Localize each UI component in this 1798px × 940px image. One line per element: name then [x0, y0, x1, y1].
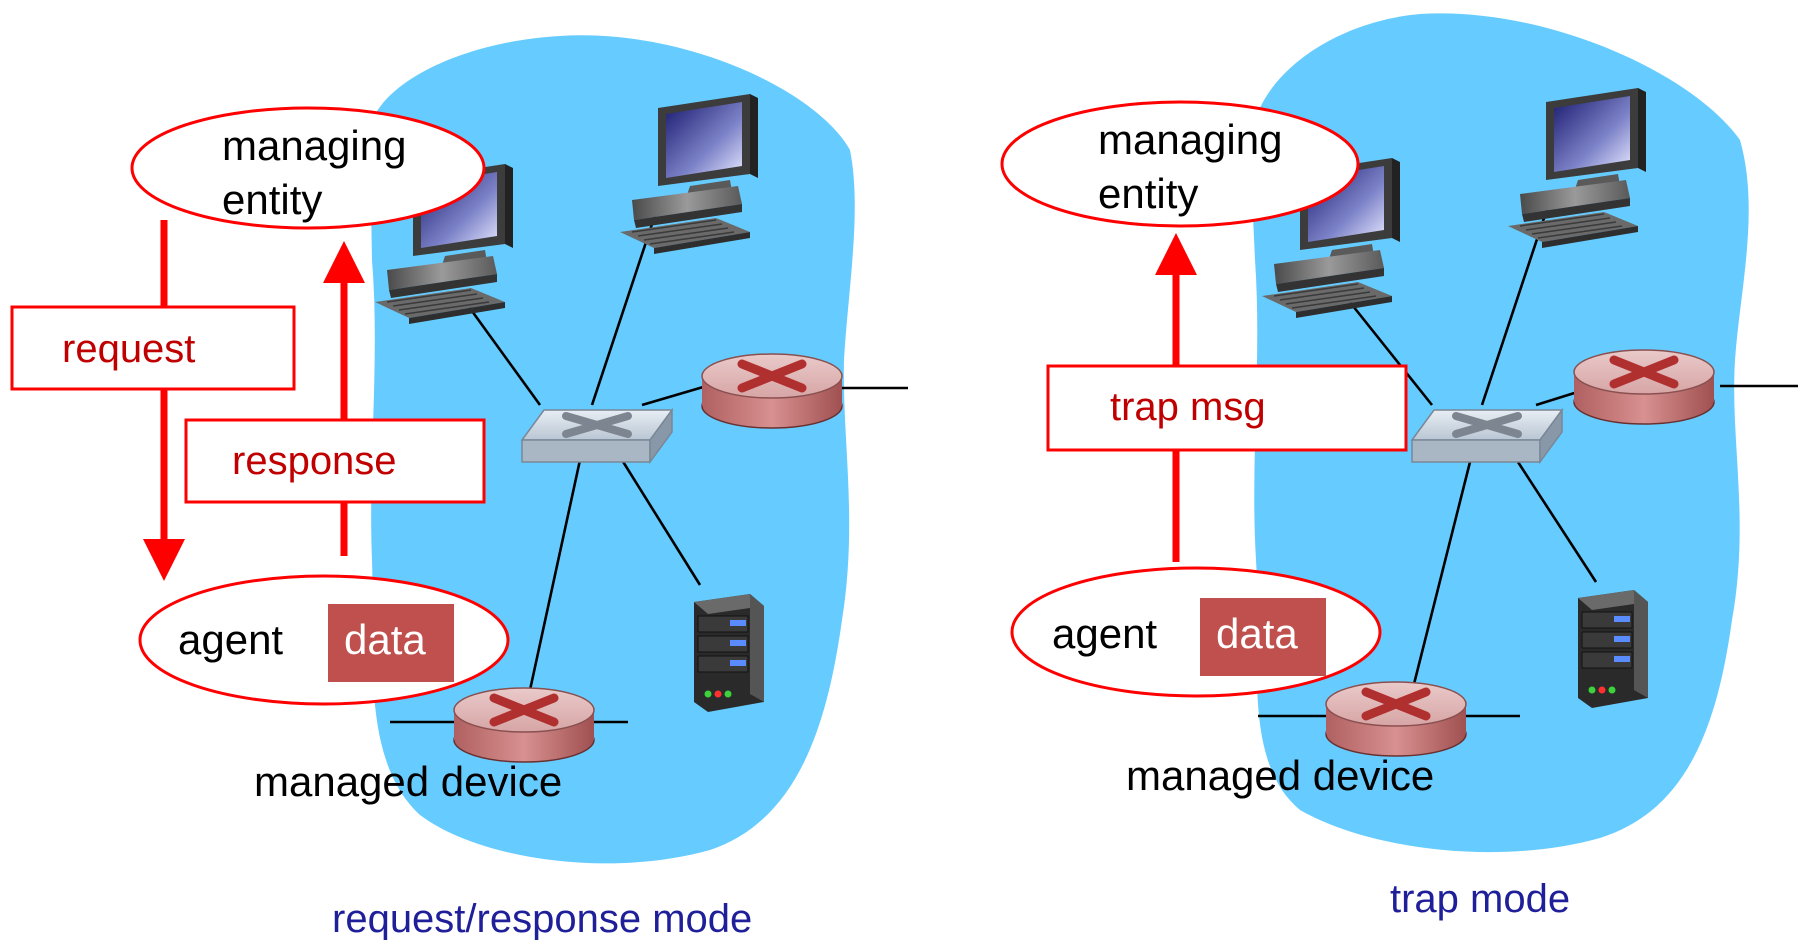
request-label-box — [10, 305, 296, 391]
managed-device-label: managed device — [254, 758, 562, 805]
managed-device-router-icon — [454, 688, 594, 762]
response-label-box — [184, 418, 486, 504]
router-icon — [702, 354, 842, 428]
switch-icon — [1412, 410, 1562, 462]
managing-entity-ellipse — [130, 106, 486, 230]
server-icon — [1577, 589, 1649, 709]
trap-msg-label: trap msg — [1110, 385, 1266, 429]
data-label: data — [1216, 610, 1298, 657]
trap-label-box — [1046, 364, 1408, 452]
data-label: data — [344, 616, 426, 663]
agent-label: agent — [1052, 610, 1157, 657]
managing-entity-label-line1: managing — [1098, 116, 1282, 163]
managed-device-router-icon — [1326, 682, 1466, 756]
data-box — [328, 604, 454, 682]
managing-entity-label-line2: entity — [222, 176, 322, 223]
data-box — [1200, 598, 1326, 676]
router-icon — [1574, 350, 1714, 424]
left-panel: managing entity request response agent d… — [10, 35, 908, 940]
managed-device-label: managed device — [1126, 752, 1434, 799]
server-icon — [693, 593, 765, 713]
right-panel: managing entity trap msg agent data mana… — [1000, 13, 1798, 921]
response-label: response — [232, 439, 397, 483]
caption-trap-mode: trap mode — [1390, 877, 1570, 921]
managing-entity-label-line2: entity — [1098, 170, 1198, 217]
request-label: request — [62, 327, 195, 371]
caption-request-response-mode: request/response mode — [332, 897, 752, 940]
agent-label: agent — [178, 616, 283, 663]
switch-icon — [522, 410, 672, 462]
network-links-left — [390, 199, 908, 724]
managing-entity-label-line1: managing — [222, 122, 406, 169]
managing-entity-ellipse — [1000, 100, 1360, 228]
